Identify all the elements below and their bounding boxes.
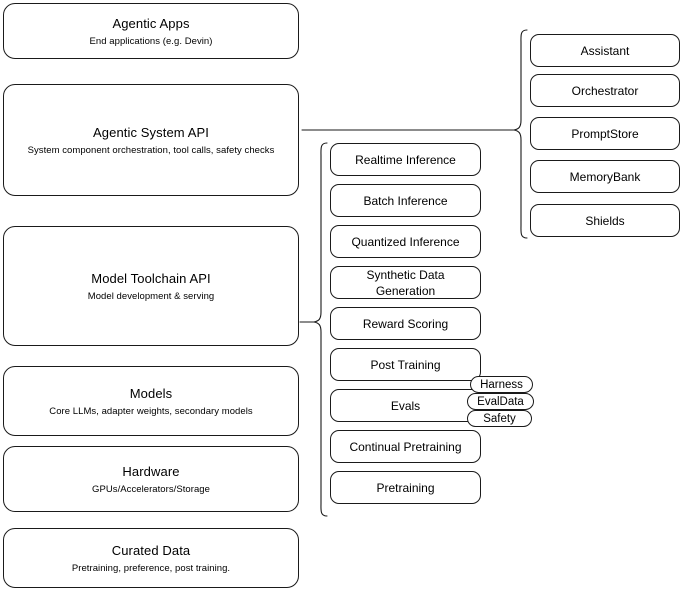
component-label: PromptStore	[571, 126, 639, 141]
component-label: Shields	[585, 213, 625, 228]
capability-batch-inference[interactable]: Batch Inference	[330, 184, 481, 217]
layer-subtitle: GPUs/Accelerators/Storage	[92, 483, 210, 495]
capability-label: Reward Scoring	[362, 316, 449, 331]
eval-tag-label: EvalData	[477, 395, 524, 408]
component-promptstore[interactable]: PromptStore	[530, 117, 680, 150]
capability-label: Evals	[390, 398, 421, 413]
component-label: MemoryBank	[569, 169, 641, 184]
component-memorybank[interactable]: MemoryBank	[530, 160, 680, 193]
component-assistant[interactable]: Assistant	[530, 34, 680, 67]
layer-title: Models	[129, 385, 173, 401]
capability-label: Post Training	[370, 357, 441, 372]
capability-label: Realtime Inference	[355, 152, 456, 167]
capability-realtime-inference[interactable]: Realtime Inference	[330, 143, 481, 176]
capability-synthetic-data-generation[interactable]: Synthetic Data Generation	[330, 266, 481, 299]
layer-title: Hardware	[122, 463, 180, 479]
eval-tag-evaldata[interactable]: EvalData	[467, 393, 534, 410]
capability-label: Continual Pretraining	[349, 439, 462, 454]
layer-title: Curated Data	[111, 542, 191, 558]
layer-card-hardware[interactable]: Hardware GPUs/Accelerators/Storage	[3, 446, 299, 512]
capability-continual-pretraining[interactable]: Continual Pretraining	[330, 430, 481, 463]
component-label: Assistant	[580, 43, 630, 58]
layer-title: Model Toolchain API	[91, 270, 211, 286]
layer-subtitle: Pretraining, preference, post training.	[71, 562, 231, 574]
component-orchestrator[interactable]: Orchestrator	[530, 74, 680, 107]
layer-subtitle: End applications (e.g. Devin)	[89, 35, 213, 47]
component-label: Orchestrator	[571, 83, 639, 98]
eval-tag-label: Harness	[480, 378, 523, 391]
capability-pretraining[interactable]: Pretraining	[330, 471, 481, 504]
capability-label: Batch Inference	[363, 193, 448, 208]
eval-tag-safety[interactable]: Safety	[467, 410, 532, 427]
layer-title: Agentic System API	[93, 124, 209, 140]
layer-card-curated-data[interactable]: Curated Data Pretraining, preference, po…	[3, 528, 299, 588]
layer-subtitle: Core LLMs, adapter weights, secondary mo…	[49, 405, 253, 417]
layer-card-model-toolchain-api[interactable]: Model Toolchain API Model development & …	[3, 226, 299, 346]
layer-card-agentic-apps[interactable]: Agentic Apps End applications (e.g. Devi…	[3, 3, 299, 59]
capability-quantized-inference[interactable]: Quantized Inference	[330, 225, 481, 258]
brace-middle-column	[313, 142, 328, 517]
capability-label: Quantized Inference	[351, 234, 460, 249]
capability-reward-scoring[interactable]: Reward Scoring	[330, 307, 481, 340]
layer-card-models[interactable]: Models Core LLMs, adapter weights, secon…	[3, 366, 299, 436]
capability-post-training[interactable]: Post Training	[330, 348, 481, 381]
layer-subtitle: System component orchestration, tool cal…	[27, 144, 275, 156]
capability-label: Synthetic Data Generation	[366, 267, 445, 298]
layer-subtitle: Model development & serving	[87, 290, 215, 302]
layer-title: Agentic Apps	[112, 15, 190, 31]
component-shields[interactable]: Shields	[530, 204, 680, 237]
capability-evals[interactable]: Evals	[330, 389, 481, 422]
layer-card-agentic-system-api[interactable]: Agentic System API System component orch…	[3, 84, 299, 196]
capability-label: Pretraining	[376, 480, 435, 495]
brace-right-column	[513, 29, 528, 239]
eval-tag-harness[interactable]: Harness	[470, 376, 533, 393]
eval-tag-label: Safety	[483, 412, 516, 425]
